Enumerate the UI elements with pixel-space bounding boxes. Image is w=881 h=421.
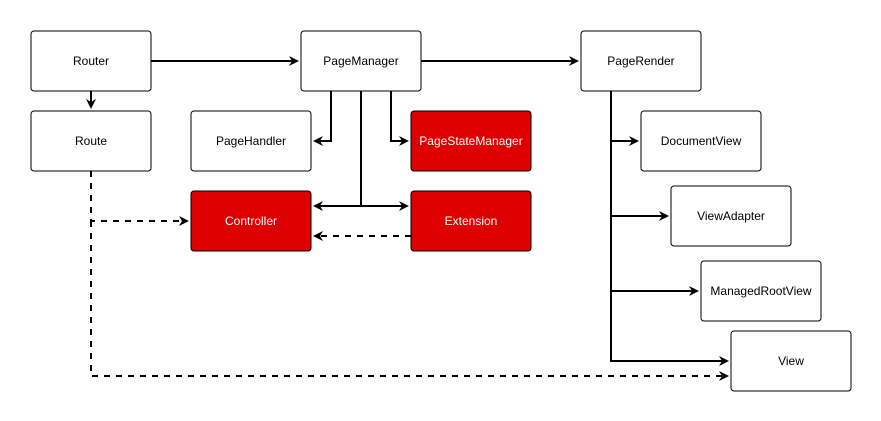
node-box-extension [410, 190, 532, 252]
node-box-managed-root-view [700, 260, 822, 322]
node-document-view: DocumentView [640, 110, 762, 172]
node-label-page-state-manager: PageStateManager [419, 134, 522, 148]
node-label-extension: Extension [445, 214, 498, 228]
edge-page-render-to-document-view [610, 91, 639, 146]
node-route: Route [30, 110, 152, 172]
edge-route-to-view [90, 221, 729, 381]
node-box-view-adapter [670, 185, 792, 247]
node-label-page-handler: PageHandler [216, 134, 286, 148]
node-box-view [730, 330, 852, 392]
node-box-page-state-manager [410, 110, 532, 172]
node-extension: Extension [410, 190, 532, 252]
node-managed-root-view: ManagedRootView [700, 260, 822, 322]
node-view: View [730, 330, 852, 392]
edge-page-manager-to-controller [313, 91, 362, 211]
node-box-page-handler [190, 110, 312, 172]
node-label-view-adapter: ViewAdapter [697, 209, 765, 223]
node-label-managed-root-view: ManagedRootView [710, 284, 812, 298]
node-label-view: View [778, 354, 804, 368]
node-box-page-manager [300, 30, 422, 92]
node-page-render: PageRender [580, 30, 702, 92]
node-label-document-view: DocumentView [661, 134, 742, 148]
node-view-adapter: ViewAdapter [670, 185, 792, 247]
node-router: Router [30, 30, 152, 92]
edge-page-manager-to-page-handler [313, 91, 332, 146]
node-label-page-manager: PageManager [323, 54, 398, 68]
node-label-page-render: PageRender [607, 54, 674, 68]
node-label-route: Route [75, 134, 107, 148]
edge-page-manager-to-page-state-manager [390, 91, 409, 146]
node-box-page-render [580, 30, 702, 92]
node-label-controller: Controller [225, 214, 277, 228]
node-label-router: Router [73, 54, 109, 68]
node-page-state-manager: PageStateManager [410, 110, 532, 172]
node-controller: Controller [190, 190, 312, 252]
edge-layer [86, 56, 729, 381]
node-page-manager: PageManager [300, 30, 422, 92]
edge-route-to-controller [90, 171, 189, 226]
node-page-handler: PageHandler [190, 110, 312, 172]
node-box-route [30, 110, 152, 172]
edge-page-render-to-view [610, 291, 729, 366]
node-box-document-view [640, 110, 762, 172]
node-box-router [30, 30, 152, 92]
node-box-controller [190, 190, 312, 252]
